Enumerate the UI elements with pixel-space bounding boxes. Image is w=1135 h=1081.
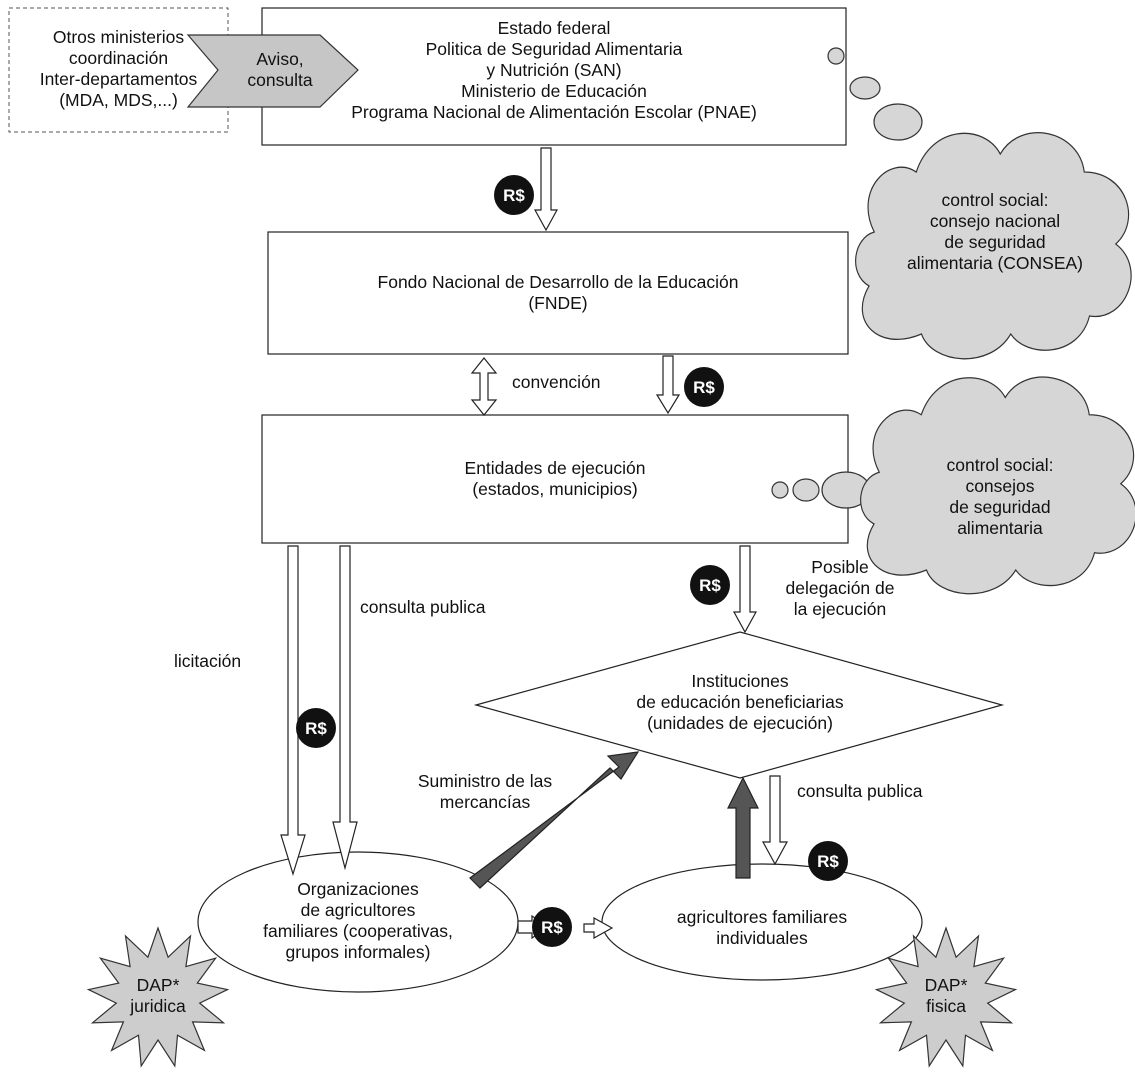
dap-fisica-text: DAP* fisica bbox=[924, 975, 968, 1016]
instituciones-diamond bbox=[473, 631, 1005, 779]
convencion-label: convención bbox=[512, 372, 601, 392]
arrow-consulta-publica-right bbox=[761, 775, 789, 866]
rs-badge-circle bbox=[684, 367, 724, 407]
consulta-publica-right-label: consulta publica bbox=[797, 781, 923, 801]
rs-badge-circle bbox=[808, 841, 848, 881]
rs-badge-circle bbox=[690, 565, 730, 605]
fnde-text: Fondo Nacional de Desarrollo de la Educa… bbox=[377, 272, 739, 313]
thought-bubble-medium-2 bbox=[792, 478, 820, 502]
fnde-box bbox=[267, 231, 849, 355]
entidades-box bbox=[261, 414, 849, 544]
posible-delegacion-label: Posible delegación de la ejecución bbox=[785, 557, 895, 619]
cloud-consea-text: control social: consejo nacional de segu… bbox=[906, 190, 1084, 273]
otros-ministerios-text: Otros ministerios coordinación Inter-dep… bbox=[39, 27, 198, 110]
rs-badge-text: R$ bbox=[503, 186, 525, 205]
dap-fisica-starburst bbox=[874, 926, 1018, 1068]
rs-badge-text: R$ bbox=[693, 378, 715, 397]
arrow-posible-delegacion bbox=[732, 545, 758, 634]
estado-federal-text: Estado federal Politica de Seguridad Ali… bbox=[351, 18, 757, 122]
rs-badges: R$ R$ R$ R$ R$ R$ bbox=[296, 175, 848, 947]
agricultores-text: agricultores familiares individuales bbox=[676, 907, 848, 948]
thought-bubble-large bbox=[873, 103, 923, 141]
consulta-publica-left-label: consulta publica bbox=[360, 597, 486, 617]
suministro-label: Suministro de las mercancías bbox=[417, 771, 553, 812]
arrow-agricultores-to-instituciones bbox=[727, 776, 759, 879]
arrow-suministro bbox=[469, 751, 640, 889]
estado-federal-box bbox=[261, 7, 847, 146]
thought-bubble-medium bbox=[849, 76, 881, 100]
arrow-rs-to-agricultores bbox=[583, 916, 614, 940]
organizaciones-text: Organizaciones de agricultores familiare… bbox=[263, 879, 453, 962]
dap-juridica-text: DAP* juridica bbox=[130, 975, 186, 1016]
rs-badge-circle bbox=[532, 907, 572, 947]
arrow-estado-to-fnde bbox=[533, 147, 559, 232]
rs-badge-text: R$ bbox=[305, 719, 327, 738]
instituciones-text: Instituciones de educación beneficiarias… bbox=[636, 671, 844, 733]
otros-ministerios-box bbox=[8, 7, 229, 133]
rs-badge-circle bbox=[296, 708, 336, 748]
rs-badge-text: R$ bbox=[817, 852, 839, 871]
arrow-consulta-publica-left bbox=[332, 545, 358, 871]
arrow-licitacion bbox=[280, 545, 306, 877]
thought-bubble-small-2 bbox=[771, 481, 789, 499]
rs-badge-text: R$ bbox=[541, 918, 563, 937]
cloud-consejos-text: control social: consejos de seguridad al… bbox=[946, 455, 1054, 538]
thought-bubble-small bbox=[827, 47, 845, 65]
arrow-fnde-to-entidades bbox=[655, 355, 681, 415]
rs-badge-text: R$ bbox=[699, 576, 721, 595]
entidades-text: Entidades de ejecución (estados, municip… bbox=[464, 458, 646, 499]
aviso-consulta-text: Aviso, consulta bbox=[247, 49, 313, 90]
arrow-convencion-double bbox=[470, 357, 498, 416]
dap-juridica-starburst bbox=[86, 926, 230, 1068]
aviso-consulta-arrow bbox=[186, 34, 359, 108]
rs-badge-circle bbox=[494, 175, 534, 215]
licitacion-label: licitación bbox=[174, 651, 242, 671]
